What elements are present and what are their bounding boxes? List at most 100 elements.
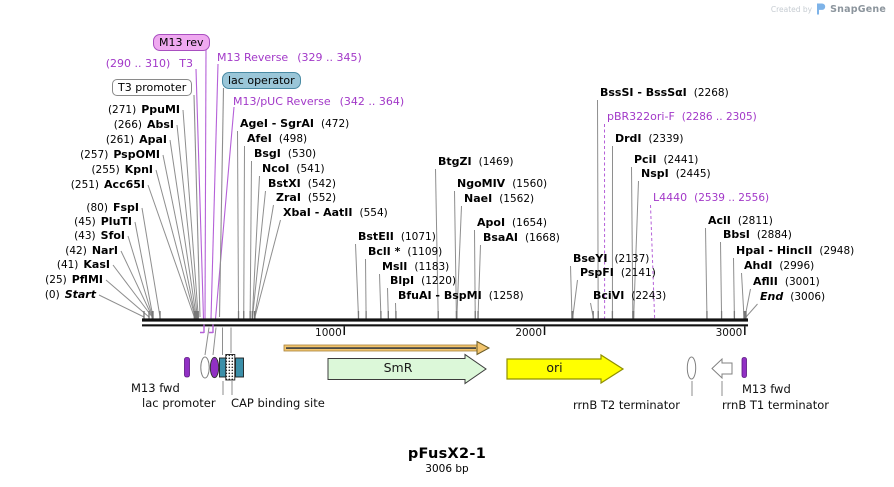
site-label-bsteii[interactable]: BstEII(1071) xyxy=(358,230,436,244)
site-label-afei[interactable]: AfeI(498) xyxy=(247,132,307,146)
rrnb-t2-terminator-label[interactable]: rrnB T2 terminator xyxy=(573,398,680,412)
site-position: (1183) xyxy=(414,261,450,273)
rrnb-t1-terminator-label[interactable]: rrnB T1 terminator xyxy=(722,398,829,412)
site-label-bseyi[interactable]: BseYI(2137) xyxy=(573,252,649,266)
site-label-sfoi[interactable]: (43)SfoI xyxy=(74,229,125,243)
m13-reverse-primer-label[interactable]: M13 Reverse(329 .. 345) xyxy=(217,51,362,64)
site-label-btgzi[interactable]: BtgZI(1469) xyxy=(438,155,514,169)
watermark-created-by-text: Created by xyxy=(770,4,813,14)
site-label-ngomiv[interactable]: NgoMIV(1560) xyxy=(457,177,547,191)
primer-site-marks xyxy=(200,324,214,334)
site-name: PciI xyxy=(634,153,657,166)
site-position: (2137) xyxy=(614,253,650,265)
callout-line xyxy=(204,49,207,320)
lac-promoter-shape[interactable] xyxy=(209,356,220,379)
site-label-bbsi[interactable]: BbsI(2884) xyxy=(723,228,792,242)
t3-promoter-label[interactable]: T3 promoter xyxy=(112,79,193,96)
callout-line xyxy=(120,250,153,318)
site-label-bsaai[interactable]: BsaAI(1668) xyxy=(483,231,560,245)
site-position: (1109) xyxy=(407,246,443,258)
site-label-kasi[interactable]: (41)KasI xyxy=(57,258,110,272)
ori-feature-arrow[interactable] xyxy=(506,353,625,385)
site-label-naei[interactable]: NaeI(1562) xyxy=(464,192,534,206)
site-label-bsssi-bsss-i[interactable]: BssSI - BssSαI(2268) xyxy=(600,86,729,100)
site-label-pluti[interactable]: (45)PluTI xyxy=(74,215,132,229)
rrnb-t1-terminator-shape[interactable] xyxy=(711,357,733,380)
ruler-ticks xyxy=(343,326,746,335)
site-position: (271) xyxy=(107,104,137,116)
site-label-hpai-hincii[interactable]: HpaI - HincII(2948) xyxy=(736,244,854,258)
site-label-nari[interactable]: (42)NarI xyxy=(65,244,118,258)
site-label-absi[interactable]: (266)AbsI xyxy=(114,118,174,132)
rrnb-t2-terminator-shape[interactable] xyxy=(686,356,697,380)
cap-binding-site-label[interactable]: CAP binding site xyxy=(231,396,325,410)
cap-binding-site-shape[interactable] xyxy=(225,354,236,381)
operator-box2-shape[interactable] xyxy=(235,357,244,378)
site-label-pspfi[interactable]: PspFI(2141) xyxy=(580,266,656,280)
site-label-pflmi[interactable]: (25)PflMI xyxy=(45,273,103,287)
site-label-end[interactable]: End(3006) xyxy=(760,290,825,304)
lac-promoter-label[interactable]: lac promoter xyxy=(142,396,216,410)
callout-line xyxy=(733,257,735,318)
site-label-agei-sgrai[interactable]: AgeI - SgrAI(472) xyxy=(240,117,349,131)
site-label-bstxi[interactable]: BstXI(542) xyxy=(268,177,336,191)
orf-arrow[interactable] xyxy=(283,340,491,356)
site-label-pspomi[interactable]: (257)PspOMI xyxy=(80,148,160,162)
site-label-ncoi[interactable]: NcoI(541) xyxy=(262,162,325,176)
m13-rev-primer-label[interactable]: M13 rev xyxy=(153,34,210,51)
site-label-drdi[interactable]: DrdI(2339) xyxy=(615,132,683,146)
m13-reverse-name: M13 Reverse xyxy=(217,51,289,64)
site-label-bsgi[interactable]: BsgI(530) xyxy=(254,147,316,161)
m13-fwd-right-primer-shape[interactable] xyxy=(741,357,747,378)
smr-feature-arrow[interactable] xyxy=(327,353,487,385)
m13-fwd-left-label[interactable]: M13 fwd xyxy=(131,381,180,395)
site-label-acc65i[interactable]: (251)Acc65I xyxy=(71,178,145,192)
site-position: (257) xyxy=(80,149,109,161)
site-name: PflMI xyxy=(71,273,103,286)
callout-line xyxy=(650,204,656,320)
site-label-kpni[interactable]: (255)KpnI xyxy=(91,163,153,177)
site-position: (2286 .. 2305) xyxy=(681,111,757,123)
site-label-ahdi[interactable]: AhdI(2996) xyxy=(744,259,814,273)
lac-operator-label[interactable]: lac operator xyxy=(222,72,301,89)
site-label-ppumi[interactable]: (271)PpuMI xyxy=(108,103,180,117)
site-label-apoi[interactable]: ApoI(1654) xyxy=(477,216,547,230)
site-name: FspI xyxy=(112,201,139,214)
site-label-l4440[interactable]: L4440(2539 .. 2556) xyxy=(653,191,769,205)
callout-line xyxy=(98,294,145,318)
callout-line xyxy=(705,227,708,318)
site-label-start[interactable]: (0)Start xyxy=(45,288,96,302)
site-label-bfuai-bspmi[interactable]: BfuAI - BspMI(1258) xyxy=(398,289,524,303)
site-position: (472) xyxy=(321,118,350,130)
site-label-xbai-aatii[interactable]: XbaI - AatII(554) xyxy=(283,206,388,220)
site-label-bcivi[interactable]: BciVI(2243) xyxy=(593,289,666,303)
t3-primer-label[interactable]: (290 .. 310)T3 xyxy=(106,57,193,70)
site-position: (498) xyxy=(278,133,308,145)
site-label-zrai[interactable]: ZraI(552) xyxy=(276,191,336,205)
site-label-pbr322ori-f[interactable]: pBR322ori-F(2286 .. 2305) xyxy=(607,110,757,124)
site-label-bcli[interactable]: BclI *(1109) xyxy=(368,245,442,259)
site-name: BstEII xyxy=(358,230,394,243)
m13-fwd-left-primer-shape[interactable] xyxy=(184,357,190,378)
site-name: BsaAI xyxy=(483,231,518,244)
site-label-nspi[interactable]: NspI(2445) xyxy=(641,167,711,181)
site-label-fspi[interactable]: (80)FspI xyxy=(86,201,139,215)
site-name: ApoI xyxy=(477,216,506,229)
m13-puc-reverse-primer-label[interactable]: M13/pUC Reverse(342 .. 364) xyxy=(233,95,404,108)
operator-box-shape[interactable] xyxy=(219,357,227,378)
promoter-lens-shape[interactable] xyxy=(200,356,210,379)
site-name: BbsI xyxy=(723,228,750,241)
site-label-msli[interactable]: MslI(1183) xyxy=(382,260,449,274)
callout-line xyxy=(193,94,201,318)
site-position: (261) xyxy=(105,134,135,146)
site-name: L4440 xyxy=(653,191,688,204)
m13-fwd-right-label[interactable]: M13 fwd xyxy=(742,382,791,396)
site-label-blpi[interactable]: BlpI(1220) xyxy=(390,274,456,288)
site-position: (2948) xyxy=(819,245,855,257)
site-label-pcii[interactable]: PciI(2441) xyxy=(634,153,698,167)
site-position: (45) xyxy=(74,216,96,228)
site-position: (3006) xyxy=(790,291,826,303)
site-label-acli[interactable]: AclI(2811) xyxy=(708,214,773,228)
site-label-apai[interactable]: (261)ApaI xyxy=(106,133,167,147)
site-label-aflii[interactable]: AflII(3001) xyxy=(753,275,820,289)
